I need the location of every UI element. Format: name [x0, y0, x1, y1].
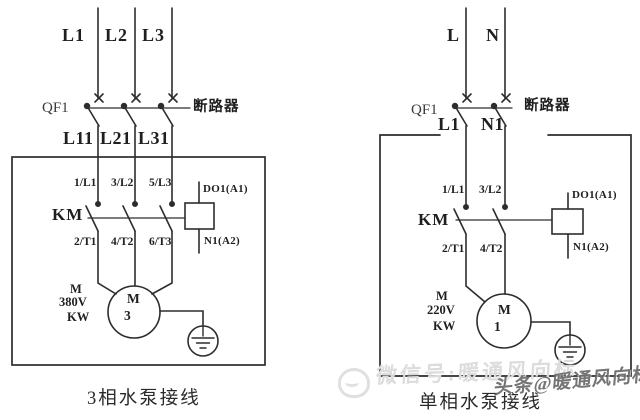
left-motor-letter: M: [127, 291, 140, 306]
right-phase-label-n: N: [486, 25, 500, 45]
right-feeder-lines: [465, 125, 506, 208]
left-contact-in-2: 3/L2: [111, 177, 134, 189]
right-phase-label-l: L: [447, 25, 461, 45]
left-coil-bottom-terminal: N1(A2): [204, 235, 241, 247]
left-contactor-id: KM: [52, 205, 84, 224]
left-motor-circle: [107, 285, 161, 339]
left-contact-out-1: 2/T1: [74, 236, 97, 248]
left-phase-label-l3: L3: [142, 25, 166, 45]
left-enclosure-box: [11, 156, 266, 366]
left-contact-in-3: 5/L3: [149, 177, 172, 189]
left-motor-note-voltage: 380V: [59, 295, 87, 309]
left-motor-note-kw: KW: [67, 310, 90, 324]
left-caption: 3相水泵接线: [87, 389, 201, 409]
left-contactor-contacts: [85, 201, 186, 232]
right-breaker-symbol: [451, 93, 513, 127]
right-motor-circle: [476, 293, 532, 349]
right-contact-out-2: 4/T2: [480, 243, 503, 255]
right-motor-number: 1: [494, 319, 501, 334]
right-coil-bottom-terminal: N1(A2): [573, 241, 610, 253]
right-motor-note-kw: KW: [433, 319, 456, 333]
left-breaker-id: QF1: [42, 100, 69, 116]
left-breaker-symbol: [83, 93, 191, 127]
left-load-label-l31: L31: [138, 128, 170, 148]
left-contact-out-2: 4/T2: [111, 236, 134, 248]
left-motor-leads: [97, 230, 173, 295]
right-supply-lines: [465, 7, 506, 99]
right-coil-symbol: [551, 192, 584, 259]
right-caption: 单相水泵接线: [419, 393, 543, 413]
left-load-label-l21: L21: [100, 128, 132, 148]
right-motor-note-m: M: [436, 289, 448, 303]
right-contact-out-1: 2/T1: [442, 243, 465, 255]
left-coil-symbol: [184, 181, 215, 254]
right-ground-symbol: [530, 321, 586, 366]
left-feeder-lines: [97, 125, 173, 205]
right-contactor-id: KM: [418, 210, 450, 229]
right-motor-leads: [465, 233, 506, 303]
left-contact-out-3: 6/T3: [149, 236, 172, 248]
right-coil-top-terminal: DO1(A1): [572, 189, 617, 201]
right-motor-note-voltage: 220V: [427, 303, 455, 317]
right-breaker-id: QF1: [411, 102, 438, 118]
left-load-label-l11: L11: [63, 128, 94, 148]
right-contact-in-1: 1/L1: [442, 184, 465, 196]
right-breaker-name: 断路器: [524, 98, 571, 114]
left-motor-note-m: M: [70, 282, 82, 296]
left-phase-label-l2: L2: [105, 25, 129, 45]
left-contact-in-1: 1/L1: [74, 177, 97, 189]
right-contact-in-2: 3/L2: [479, 184, 502, 196]
left-motor-number: 3: [124, 308, 131, 323]
right-load-label-n1: N1: [481, 114, 504, 134]
watermark-logo-icon: [338, 368, 370, 398]
left-supply-lines: [97, 7, 173, 99]
left-breaker-name: 断路器: [193, 99, 240, 115]
right-enclosure-box: [379, 134, 632, 377]
right-motor-letter: M: [498, 302, 511, 317]
left-ground-symbol: [159, 310, 219, 357]
right-contactor-contacts: [453, 204, 553, 235]
left-phase-label-l1: L1: [62, 25, 86, 45]
right-load-label-l1: L1: [438, 114, 461, 134]
left-coil-top-terminal: DO1(A1): [203, 183, 248, 195]
